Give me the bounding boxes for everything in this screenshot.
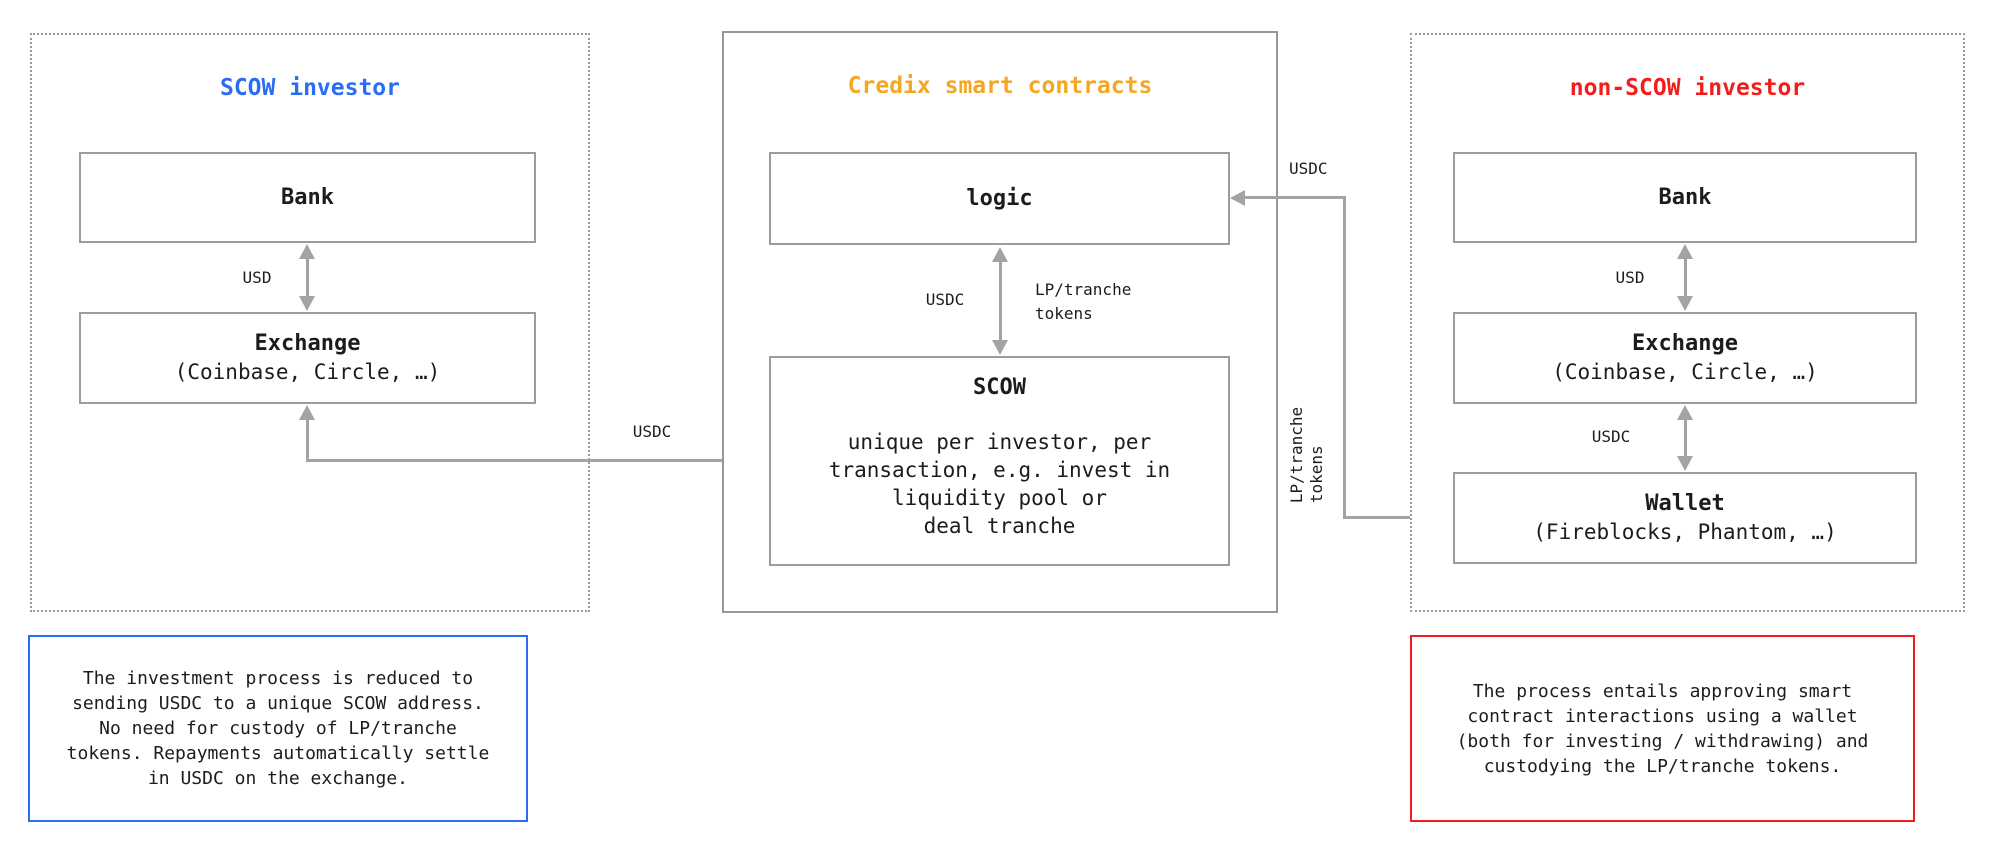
scow-investor-title: SCOW investor <box>219 75 400 101</box>
lp-tranche-label-logic-wallet: LP/tranche tokens <box>1287 406 1326 504</box>
logic-box-label: logic <box>966 185 1033 211</box>
bank-box-right-label: Bank <box>1658 184 1712 210</box>
connector-logic-wallet-bottom <box>1343 516 1439 519</box>
connector-logic-wallet-top <box>1244 196 1346 199</box>
scow-box-label: SCOW <box>973 375 1026 400</box>
lp-tranche-label-logic-scow: LP/tranche tokens <box>1035 280 1132 323</box>
arrow-shaft <box>1683 259 1687 296</box>
usd-label-left: USD <box>242 268 272 287</box>
usd-arrow-left <box>299 244 315 311</box>
usdc-label-right: USDC <box>1591 427 1631 446</box>
arrow-left-icon <box>1230 190 1245 206</box>
exchange-box-right-sublabel: (Coinbase, Circle, …) <box>1552 360 1818 384</box>
bank-box-right: Bank <box>1453 152 1917 243</box>
scow-investor-note: The investment process is reduced to sen… <box>28 635 528 822</box>
credix-smart-contracts-title: Credix smart contracts <box>847 73 1153 99</box>
bank-box-left: Bank <box>79 152 536 243</box>
non-scow-investor-title: non-SCOW investor <box>1569 75 1806 101</box>
arrow-down-icon <box>1677 456 1693 471</box>
arrow-up-icon <box>1677 405 1693 420</box>
usd-arrow-right <box>1677 244 1693 311</box>
arrow-up-icon <box>299 244 315 259</box>
logic-scow-arrow <box>992 247 1008 355</box>
arrow-up-icon <box>299 405 315 420</box>
arrow-shaft <box>998 262 1002 340</box>
wallet-box: Wallet (Fireblocks, Phantom, …) <box>1453 472 1917 564</box>
exchange-box-right-label: Exchange <box>1632 331 1738 356</box>
arrow-shaft <box>1683 420 1687 456</box>
arrow-down-icon <box>1677 296 1693 311</box>
usdc-label-exchange-scow: USDC <box>632 422 672 441</box>
wallet-box-sublabel: (Fireblocks, Phantom, …) <box>1533 520 1837 544</box>
wallet-box-label: Wallet <box>1645 491 1725 516</box>
exchange-box-left-sublabel: (Coinbase, Circle, …) <box>174 360 441 384</box>
connector-logic-wallet-vertical <box>1343 196 1346 519</box>
arrow-up-icon <box>1677 244 1693 259</box>
exchange-box-left-label: Exchange <box>254 331 361 356</box>
connector-exchange-scow-horizontal <box>306 459 755 462</box>
bank-box-left-label: Bank <box>281 184 334 210</box>
scow-box-description: unique per investor, per transaction, e.… <box>828 430 1171 538</box>
connector-exchange-scow-vertical <box>306 419 309 462</box>
non-scow-investor-note: The process entails approving smart cont… <box>1410 635 1915 822</box>
usd-label-right: USD <box>1615 268 1645 287</box>
usdc-arrow-right <box>1677 405 1693 471</box>
arrow-shaft <box>305 259 309 296</box>
arrow-down-icon <box>992 340 1008 355</box>
arrow-down-icon <box>299 296 315 311</box>
usdc-label-logic-scow: USDC <box>925 290 965 309</box>
exchange-box-right: Exchange (Coinbase, Circle, …) <box>1453 312 1917 404</box>
logic-box: logic <box>769 152 1230 245</box>
exchange-box-left: Exchange (Coinbase, Circle, …) <box>79 312 536 404</box>
scow-box: SCOW unique per investor, per transactio… <box>769 356 1230 566</box>
usdc-label-logic-wallet: USDC <box>1289 159 1328 178</box>
arrow-up-icon <box>992 247 1008 262</box>
